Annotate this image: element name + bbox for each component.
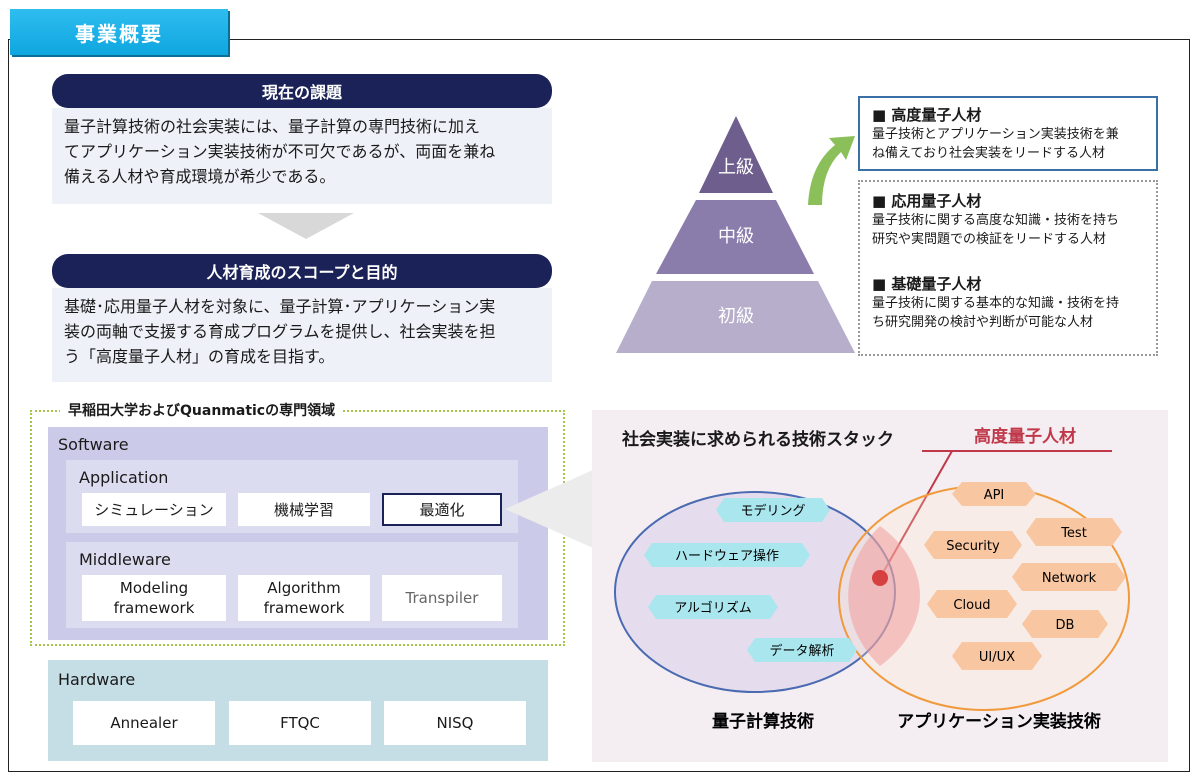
app-item-simulation: シミュレーション bbox=[82, 493, 226, 526]
highlight-label: 高度量子人材 bbox=[974, 426, 1076, 447]
issue-header: 現在の課題 bbox=[52, 74, 552, 108]
quantum-tag bbox=[747, 638, 857, 662]
app-tag bbox=[1022, 610, 1108, 638]
stack-title: 社会実装に求められる技術スタック bbox=[621, 429, 894, 450]
quantum-tag bbox=[716, 498, 830, 522]
legend-line: ね備えており社会実装をリードする人材 bbox=[872, 146, 1105, 161]
legend-others: ■ 応用量子人材 量子技術に関する高度な知識・技術を持ち 研究や実問題での検証を… bbox=[858, 180, 1158, 356]
app-tag-label: Network bbox=[1042, 571, 1097, 586]
hardware-label: Hardware bbox=[58, 670, 136, 689]
app-tag bbox=[927, 590, 1017, 618]
legend-line: 量子技術に関する高度な知識・技術を持ち bbox=[872, 213, 1120, 228]
legend-advanced: ■ 高度量子人材 量子技術とアプリケーション実装技術を兼 ね備えており社会実装を… bbox=[858, 96, 1158, 171]
scope-line: 基礎･応用量子人材を対象に、量子計算･アプリケーション実 bbox=[64, 297, 496, 316]
promotion-arrow-icon bbox=[808, 136, 855, 205]
app-tag-label: Security bbox=[946, 539, 1000, 554]
legend-title: ■ 高度量子人材 bbox=[872, 106, 982, 124]
callout-triangle bbox=[505, 470, 593, 548]
quantum-label: 量子計算技術 bbox=[712, 711, 814, 732]
overview-frame bbox=[8, 39, 1190, 772]
quantum-items: モデリング ハードウェア操作 アルゴリズム データ解析 bbox=[644, 498, 857, 662]
legend-line: ち研究開発の検討や判断が可能な人材 bbox=[872, 315, 1094, 330]
scope-text: 基礎･応用量子人材を対象に、量子計算･アプリケーション実 装の両軸で支援する育成… bbox=[52, 288, 552, 382]
middleware-label: Middleware bbox=[79, 550, 171, 569]
pyramid-middle bbox=[656, 200, 814, 274]
legend-title: ■ 応用量子人材 bbox=[872, 192, 982, 210]
legend-line: 研究や実問題での検証をリードする人材 bbox=[872, 232, 1107, 247]
quantum-tag-label: データ解析 bbox=[769, 643, 834, 659]
app-tag-label: API bbox=[984, 488, 1005, 503]
issue-line: てアプリケーション実装技術が不可欠であるが、両面を兼ね bbox=[64, 142, 496, 161]
mw-item-modeling: Modeling framework bbox=[82, 575, 226, 621]
skill-pyramid: 上級 中級 初級 bbox=[616, 116, 855, 353]
app-tag bbox=[952, 482, 1036, 506]
highlight-dot bbox=[872, 570, 888, 586]
tech-stack-venn: 社会実装に求められる技術スタック 高度量子人材 モデリング ハードウェア操作 ア… bbox=[614, 426, 1130, 732]
application-items: API Test Security Network Cloud DB UI/UX bbox=[924, 482, 1126, 670]
mw-item-transpiler: Transpiler bbox=[382, 575, 502, 621]
pyramid-level-middle: 中級 bbox=[718, 226, 754, 247]
quantum-tag-label: ハードウェア操作 bbox=[675, 548, 779, 564]
hw-item-nisq: NISQ bbox=[384, 701, 526, 745]
application-label: Application bbox=[79, 468, 169, 487]
legend-line: 量子技術とアプリケーション実装技術を兼 bbox=[872, 127, 1119, 142]
legend-title: ■ 基礎量子人材 bbox=[872, 275, 982, 293]
pyramid-level-bottom: 初級 bbox=[718, 306, 754, 327]
app-tag bbox=[1026, 518, 1122, 546]
app-tag bbox=[924, 531, 1022, 559]
legend-line: 量子技術に関する基本的な知識・技術を持 bbox=[872, 296, 1120, 311]
callout-pointer bbox=[505, 470, 593, 548]
pyramid-bottom bbox=[616, 281, 855, 353]
scope-line: 装の両軸で支援する育成プログラムを提供し、社会実装を担 bbox=[64, 322, 496, 341]
venn-overlap bbox=[848, 526, 921, 666]
app-tag-label: DB bbox=[1056, 618, 1075, 633]
app-item-optimization: 最適化 bbox=[382, 493, 502, 526]
software-label: Software bbox=[58, 435, 129, 454]
mw-item-algorithm: Algorithm framework bbox=[238, 575, 370, 621]
quantum-tag-label: アルゴリズム bbox=[674, 600, 752, 616]
quantum-tag-label: モデリング bbox=[740, 503, 805, 519]
pyramid-level-top: 上級 bbox=[718, 157, 754, 178]
issue-text: 量子計算技術の社会実装には、量子計算の専門技術に加え てアプリケーション実装技術… bbox=[52, 108, 552, 204]
hw-item-ftqc: FTQC bbox=[229, 701, 371, 745]
app-tag-label: UI/UX bbox=[979, 650, 1015, 665]
app-tag-label: Cloud bbox=[953, 598, 990, 613]
scope-line: う「高度量子人材」の育成を目指す。 bbox=[64, 347, 335, 366]
expertise-title: 早稲田大学およびQuanmaticの専門領域 bbox=[60, 400, 344, 420]
app-tag bbox=[952, 642, 1042, 670]
app-tag-label: Test bbox=[1060, 526, 1087, 541]
scope-header: 人材育成のスコープと目的 bbox=[52, 254, 552, 288]
application-label: アプリケーション実装技術 bbox=[897, 711, 1101, 732]
down-arrow-icon bbox=[258, 213, 354, 239]
issue-line: 量子計算技術の社会実装には、量子計算の専門技術に加え bbox=[64, 117, 481, 136]
quantum-tag bbox=[644, 543, 810, 567]
hw-item-annealer: Annealer bbox=[73, 701, 215, 745]
app-item-ml: 機械学習 bbox=[238, 493, 370, 526]
quantum-tag bbox=[648, 595, 778, 619]
app-tag bbox=[1012, 563, 1126, 591]
section-tab: 事業概要 bbox=[10, 9, 228, 55]
issue-line: 備える人材や育成環境が希少である。 bbox=[64, 167, 336, 186]
pyramid-top bbox=[699, 116, 773, 193]
